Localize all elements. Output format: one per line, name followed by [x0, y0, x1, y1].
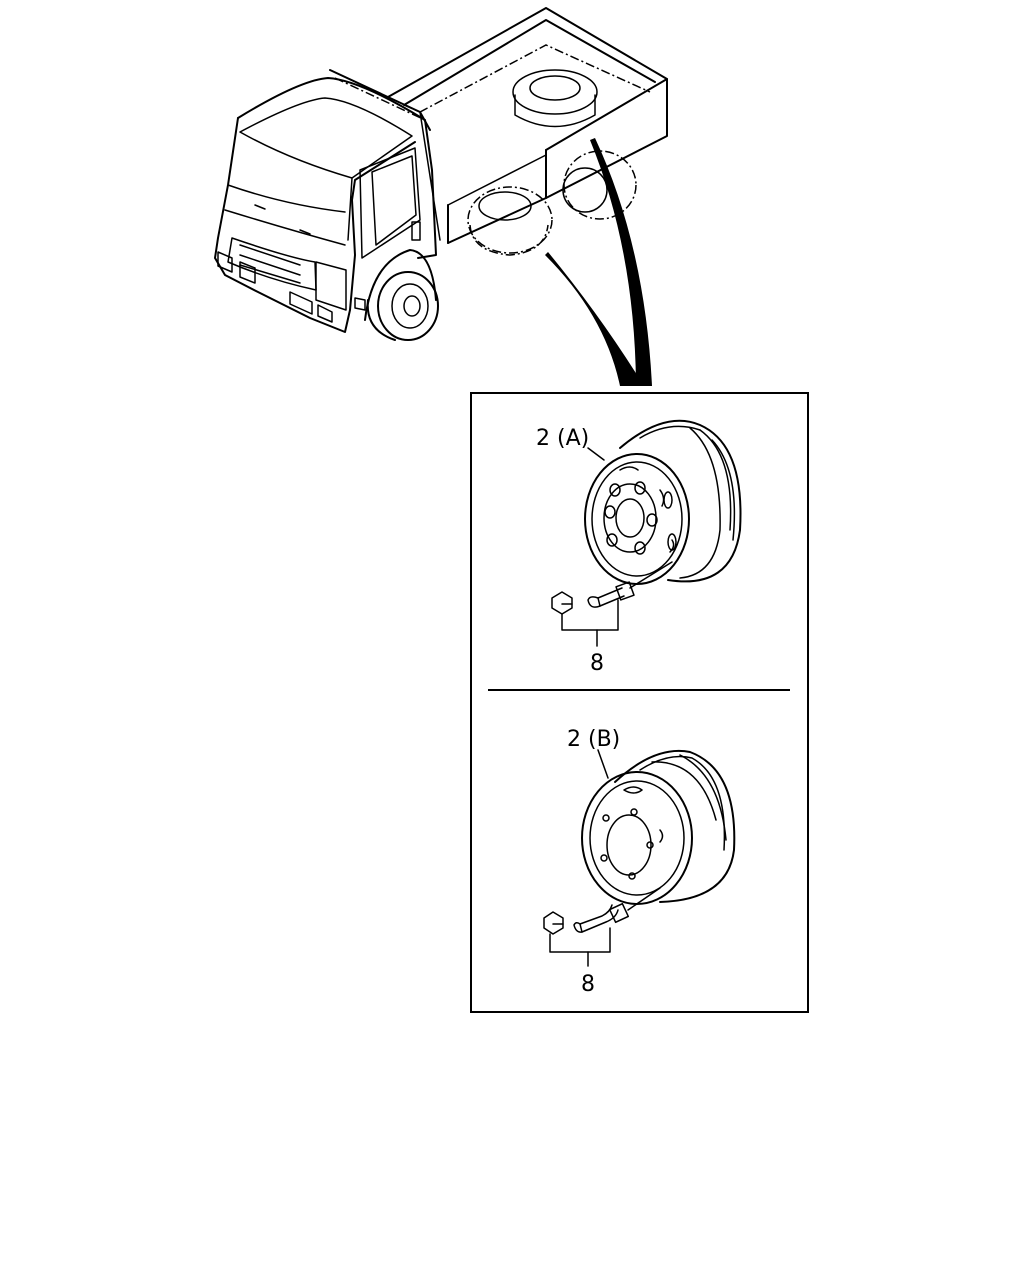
valve-a: [551, 561, 673, 647]
label-wheel-b: 2 (B): [567, 727, 620, 752]
label-valve-b: 8: [581, 972, 595, 997]
valve-b-bracket: [549, 927, 611, 953]
label-valve-a: 8: [590, 651, 604, 676]
front-wheel: [364, 249, 439, 341]
truck-cab: [214, 69, 437, 333]
leader-line-a: [587, 447, 605, 461]
pointer-rear-tire: [545, 252, 644, 386]
wheel-a: [584, 419, 742, 585]
valve-a-bracket: [561, 599, 619, 631]
truck-illustration: [214, 7, 668, 341]
leader-line-b: [597, 749, 609, 779]
label-wheel-a: 2 (A): [536, 426, 589, 451]
cargo-bed: [387, 7, 668, 244]
valve-b: [543, 887, 661, 967]
wheel-b: [581, 749, 736, 905]
detail-frame: [470, 392, 809, 1013]
rear-tire: [467, 150, 637, 256]
pointer-spare-tire: [590, 138, 652, 386]
callout-pointers: [545, 138, 652, 386]
spare-tire-bed: [512, 69, 598, 128]
